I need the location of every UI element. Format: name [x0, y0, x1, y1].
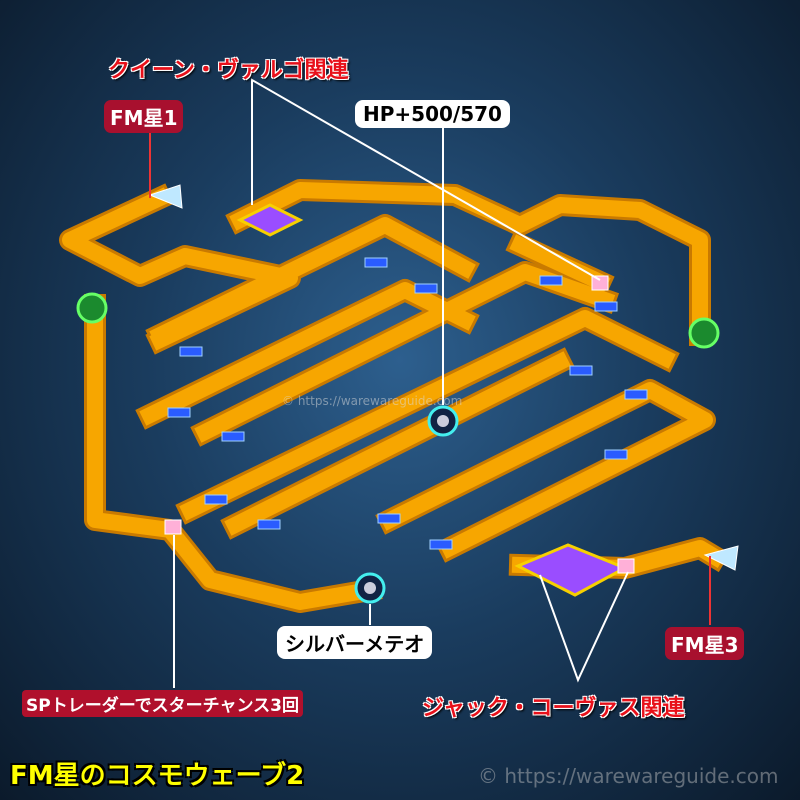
- sp-trader-label: SPトレーダーでスターチャンス3回: [22, 690, 304, 717]
- warp-platform-queen-virgo: [236, 203, 304, 237]
- pointer-lines: [149, 78, 711, 688]
- jack-corvus-label: ジャック・コーヴァス関連: [422, 696, 685, 721]
- hp-memory-icon: [427, 405, 459, 437]
- warp-platform-jack-corvus: [514, 543, 629, 597]
- treasure-chest-icon: [164, 275, 635, 574]
- silver-meteor-label: シルバーメテオ: [277, 626, 433, 659]
- watermark: © https://warewareguide.com: [478, 764, 779, 788]
- fm-star-gate-icon: [148, 184, 739, 571]
- blue-panels: [167, 257, 648, 550]
- green-gem-icon: [76, 292, 720, 349]
- hp-up-label: HP+500/570: [355, 100, 510, 128]
- fm-star-3-label: FM星3: [665, 627, 745, 660]
- queen-virgo-label: クイーン・ヴァルゴ関連: [108, 58, 349, 83]
- fm-star-1-label: FM星1: [104, 100, 184, 133]
- map-title: FM星のコスモウェーブ2: [10, 761, 305, 791]
- silver-meteor-icon: [354, 572, 386, 604]
- center-watermark: © https://warewareguide.com: [282, 394, 463, 408]
